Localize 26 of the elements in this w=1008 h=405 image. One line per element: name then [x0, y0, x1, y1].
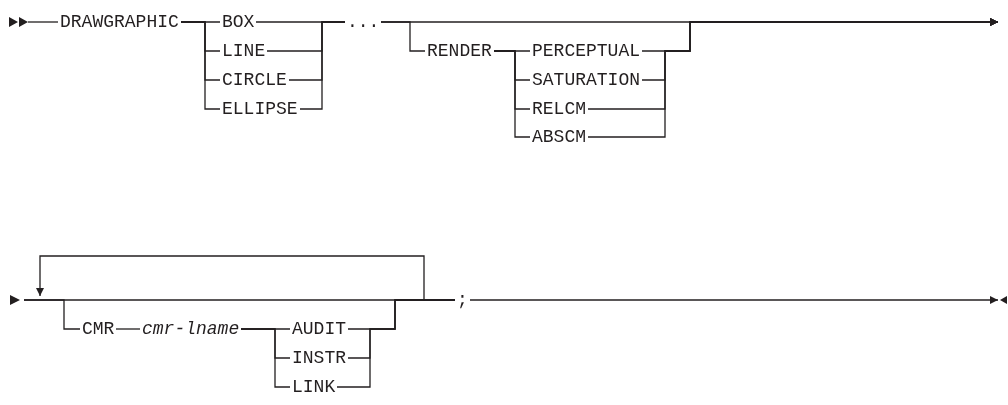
keyword-text: ABSCM: [530, 127, 588, 147]
keyword-text: RENDER: [425, 41, 494, 61]
keyword-text: ELLIPSE: [220, 99, 300, 119]
keyword-text: DRAWGRAPHIC: [58, 12, 181, 32]
keyword-text: PERCEPTUAL: [530, 41, 643, 61]
syntax-line: [180, 21, 221, 110]
keyword-text: CIRCLE: [220, 70, 289, 90]
keyword-text: ;: [455, 290, 470, 310]
keyword-text: INSTR: [290, 348, 348, 368]
variable-text: cmr-lname: [140, 319, 242, 339]
keyword-text: ...: [345, 12, 382, 32]
keyword-text: LINE: [220, 41, 268, 61]
keyword-text: SATURATION: [530, 70, 643, 90]
syntax-arrow: [36, 255, 456, 301]
syntax-line: [115, 328, 141, 330]
keyword-text: AUDIT: [290, 319, 348, 339]
syntax-line: [33, 21, 59, 23]
keyword-text: LINK: [290, 377, 338, 397]
keyword-text: RELCM: [530, 99, 588, 119]
syntax-line: [493, 50, 531, 138]
keyword-text: BOX: [220, 12, 257, 32]
syntax-arrow: [469, 296, 999, 304]
keyword-text: CMR: [80, 319, 117, 339]
syntax-arrow: [587, 18, 999, 138]
syntax-line: [299, 21, 346, 110]
syntax-line: [240, 328, 291, 388]
